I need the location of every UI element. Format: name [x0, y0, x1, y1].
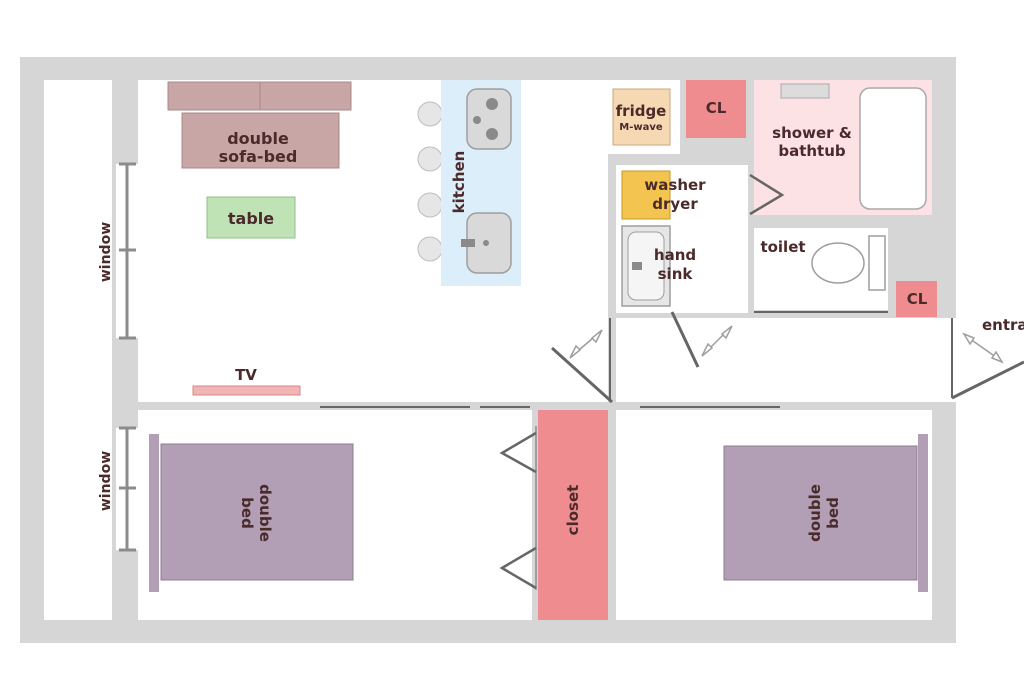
cl-small-label: CL	[907, 290, 928, 308]
toilet-tank	[868, 235, 886, 291]
hallway-floor	[616, 318, 950, 402]
cooktop	[466, 88, 512, 150]
closet-door-lower	[499, 546, 537, 590]
doors	[320, 311, 1024, 408]
toilet-bowl	[811, 242, 865, 284]
washer-label-1: washer	[644, 176, 706, 194]
shower-label-1: shower &	[772, 124, 852, 142]
cl-top-label: CL	[706, 99, 727, 117]
closet	[538, 410, 608, 620]
tv-label: TV	[235, 366, 257, 384]
left-corridor	[44, 80, 112, 620]
cl-top	[686, 80, 746, 138]
washer-dryer	[621, 170, 671, 220]
table-label: table	[228, 209, 274, 228]
closet-label: closet	[564, 485, 582, 536]
shower-label-2: bathtub	[778, 142, 846, 160]
bed-right-label-2: bed	[824, 497, 842, 529]
bed-left-label-1: double	[256, 484, 274, 542]
bed-right-headboard	[918, 434, 928, 592]
windows	[116, 162, 138, 552]
bar-stools	[417, 101, 443, 262]
closet-door-upper	[499, 431, 537, 474]
entrance-label: entra	[982, 316, 1024, 334]
table	[206, 196, 296, 239]
sofa-label-2: sofa-bed	[219, 147, 298, 166]
hand-sink-label-2: sink	[658, 265, 694, 283]
toilet-label: toilet	[760, 238, 805, 256]
hand-sink-label-1: hand	[654, 246, 696, 264]
bed-left-label-2: bed	[238, 497, 256, 529]
bed-left	[160, 443, 354, 581]
shower-rail	[780, 83, 830, 99]
fridge-label-2: M-wave	[619, 122, 663, 133]
bath-door-swing	[749, 173, 785, 216]
bed-right	[723, 445, 918, 581]
fridge	[612, 88, 671, 146]
kitchen-label: kitchen	[450, 151, 468, 214]
bed-left-headboard	[149, 434, 159, 592]
swing-arrows	[569, 325, 1004, 364]
cl-small	[896, 281, 937, 317]
tv	[192, 385, 301, 396]
sofa-label-1: double	[227, 129, 289, 148]
washer-label-2: dryer	[652, 195, 698, 213]
bed-right-label-1: double	[806, 484, 824, 542]
sofa-bed	[181, 112, 340, 169]
fridge-label-1: fridge	[616, 102, 667, 120]
bathtub	[859, 87, 927, 210]
window-bottom-label: window	[98, 451, 114, 511]
window-top-label: window	[98, 222, 114, 282]
